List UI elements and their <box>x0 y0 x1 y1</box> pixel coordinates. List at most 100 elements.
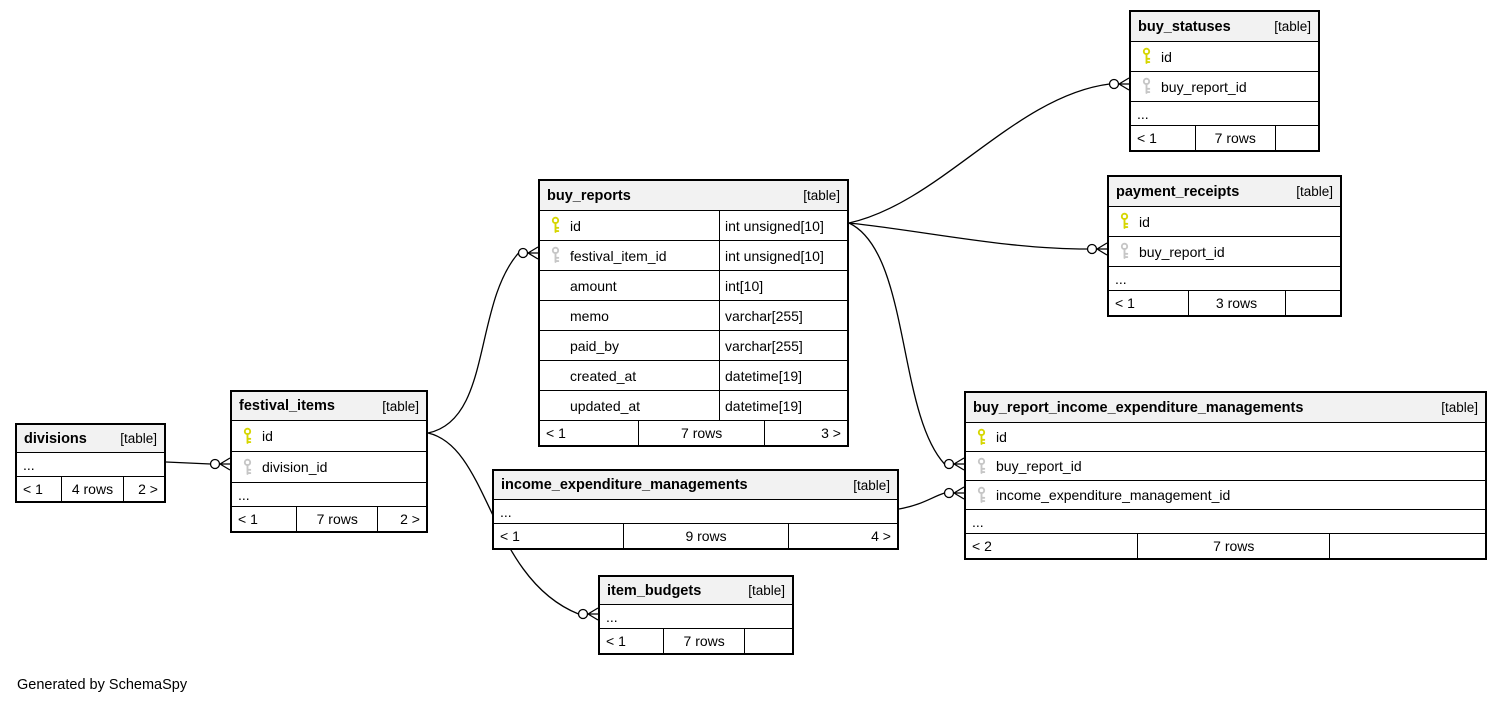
key-icon-cell <box>540 216 570 235</box>
column-type: int[10] <box>719 271 847 300</box>
column-name: income_expenditure_management_id <box>996 487 1231 503</box>
child-count: 2 > <box>122 477 164 501</box>
foreign-key-icon <box>1142 77 1150 94</box>
column-name: updated_at <box>570 397 641 414</box>
table-header: buy_report_income_expenditure_management… <box>966 393 1485 422</box>
table-name[interactable]: buy_report_income_expenditure_management… <box>973 399 1304 416</box>
foreign-key-icon <box>243 458 251 475</box>
crows-foot-icon <box>527 246 539 260</box>
child-count <box>743 629 792 653</box>
table-header: item_budgets[table] <box>600 577 792 604</box>
more-columns-ellipsis: ... <box>17 452 164 476</box>
crows-foot-icon <box>953 457 965 471</box>
parent-count: < 1 <box>23 481 43 497</box>
more-columns-ellipsis: ... <box>600 604 792 628</box>
row-count: 9 rows <box>622 524 788 548</box>
column-type: datetime[19] <box>719 391 847 420</box>
parent-count: < 2 <box>972 538 992 554</box>
row-count: 4 rows <box>61 477 123 501</box>
zero-or-many-circle <box>943 458 955 470</box>
column-name: id <box>570 217 581 234</box>
child-count <box>1274 126 1318 150</box>
row-count: 3 rows <box>1187 291 1285 315</box>
key-icon-cell <box>540 246 570 265</box>
more-columns-ellipsis: ... <box>1131 101 1318 125</box>
entity-table-buy_report_income_expenditure_managements[interactable]: buy_report_income_expenditure_management… <box>964 391 1487 560</box>
table-footer: < 1 3 rows <box>1109 290 1340 315</box>
column-row: buy_report_id <box>1131 71 1318 101</box>
relationship-payment_receipts-buy_report_id <box>848 222 1108 256</box>
key-icon-cell <box>1109 242 1139 261</box>
child-count: 3 > <box>764 421 847 445</box>
column-name: id <box>1161 48 1172 65</box>
column-row: id <box>232 420 426 451</box>
table-name[interactable]: income_expenditure_managements <box>501 477 748 493</box>
key-icon-cell <box>232 458 262 477</box>
more-columns-ellipsis: ... <box>966 509 1485 533</box>
crows-foot-icon <box>1096 242 1108 256</box>
table-header: buy_reports[table] <box>540 181 847 210</box>
column-name: division_id <box>262 459 328 475</box>
row-count: 7 rows <box>638 421 764 445</box>
column-row: buy_report_id <box>1109 236 1340 266</box>
relationship-buy_report_income_expenditure_managements-buy_report_id <box>848 222 965 471</box>
key-icon-cell <box>966 428 996 447</box>
generator-note: Generated by SchemaSpy <box>17 677 188 693</box>
column-name: festival_item_id <box>570 247 667 264</box>
relationship-buy_report_income_expenditure_managements-income_expenditure_management_id <box>898 486 965 510</box>
table-header: payment_receipts [table] <box>1109 177 1340 206</box>
crows-foot-icon <box>953 486 965 500</box>
entity-table-income_expenditure_managements[interactable]: income_expenditure_managements[table]...… <box>492 469 899 550</box>
column-name: id <box>262 428 273 444</box>
table-name[interactable]: divisions <box>24 430 87 447</box>
column-row: id int unsigned[10] <box>540 210 847 240</box>
table-name[interactable]: festival_items <box>239 398 335 414</box>
column-name: id <box>1139 213 1150 230</box>
key-icon-cell <box>232 427 262 446</box>
parent-count: < 1 <box>606 633 626 649</box>
table-name[interactable]: payment_receipts <box>1116 183 1240 200</box>
column-type: int unsigned[10] <box>719 241 847 270</box>
foreign-key-icon <box>551 246 559 263</box>
column-row: festival_item_id int unsigned[10] <box>540 240 847 270</box>
column-row: buy_report_id <box>966 451 1485 480</box>
table-tag: [table] <box>853 477 890 493</box>
zero-or-many-circle <box>1086 243 1098 255</box>
table-name[interactable]: buy_statuses <box>1138 18 1231 35</box>
row-count: 7 rows <box>296 507 377 531</box>
zero-or-many-circle <box>517 247 529 259</box>
foreign-key-icon <box>977 486 985 503</box>
key-icon-cell <box>1131 47 1161 66</box>
parent-count: < 1 <box>238 511 258 527</box>
key-icon-cell <box>966 486 996 505</box>
table-tag: [table] <box>1274 19 1311 34</box>
parent-count: < 1 <box>1115 295 1135 311</box>
column-row: updated_at datetime[19] <box>540 390 847 420</box>
table-name[interactable]: buy_reports <box>547 187 631 204</box>
column-name: created_at <box>570 367 637 384</box>
table-tag: [table] <box>1296 184 1333 199</box>
zero-or-many-circle <box>209 458 221 470</box>
parent-count: < 1 <box>1137 130 1157 146</box>
column-name: id <box>996 429 1007 445</box>
primary-key-icon <box>551 216 559 233</box>
table-name[interactable]: item_budgets <box>607 582 702 599</box>
table-tag: [table] <box>120 431 157 446</box>
more-columns-ellipsis: ... <box>232 482 426 506</box>
column-type: int unsigned[10] <box>719 211 847 240</box>
